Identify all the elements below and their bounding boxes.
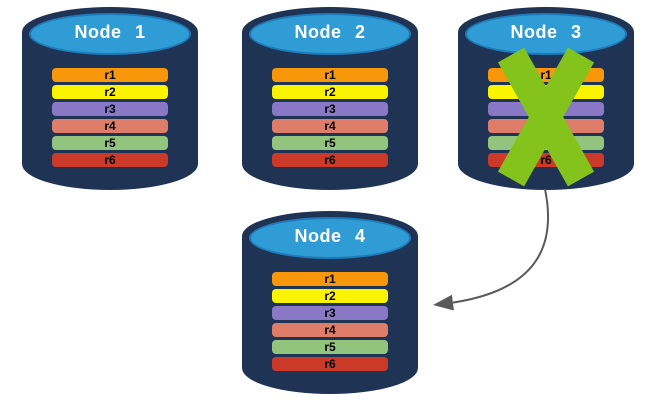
node-1-row-r2: r2: [52, 85, 168, 99]
node-2-row-r2: r2: [272, 85, 388, 99]
node-1-row-r6: r6: [52, 153, 168, 167]
db-node-4: Node 4 r1 r2 r3 r4 r5 r6: [242, 211, 418, 394]
node-4-row-r2: r2: [272, 289, 388, 303]
cylinder-top: [29, 13, 191, 55]
node-4-title: Node 4: [294, 226, 366, 246]
node-4-row-r3: r3: [272, 306, 388, 320]
node-4-row-r1: r1: [272, 272, 388, 286]
cylinder-top: [249, 13, 411, 55]
node-4-row-r5: r5: [272, 340, 388, 354]
node-1-row-r5: r5: [52, 136, 168, 150]
node-2-title: Node 2: [294, 22, 366, 42]
db-node-1: Node 1 r1 r2 r3 r4 r5 r6: [22, 7, 198, 190]
node-2-row-r6: r6: [272, 153, 388, 167]
node-1-rows: r1 r2 r3 r4 r5 r6: [52, 68, 168, 167]
node-4-row-r6: r6: [272, 357, 388, 371]
node-1-row-r4: r4: [52, 119, 168, 133]
node-1-row-r1: r1: [52, 68, 168, 82]
node-3-title: Node 3: [510, 22, 582, 42]
node-2-row-r1: r1: [272, 68, 388, 82]
db-node-3: Node 3r1r2r3r4r5r6: [458, 7, 634, 190]
node-1-row-r3: r3: [52, 102, 168, 116]
node-4-rows: r1 r2 r3 r4 r5 r6: [272, 272, 388, 371]
node-2-rows: r1 r2 r3 r4 r5 r6: [272, 68, 388, 167]
failure-x-icon: [497, 47, 595, 187]
node-4-row-r4: r4: [272, 323, 388, 337]
failover-arrow-curve: [452, 188, 550, 304]
db-node-2: Node 2 r1 r2 r3 r4 r5 r6: [242, 7, 418, 190]
failover-arrowhead-icon: [433, 294, 454, 311]
node-1-title: Node 1: [74, 22, 146, 42]
node-2-row-r5: r5: [272, 136, 388, 150]
node-2-row-r3: r3: [272, 102, 388, 116]
cylinder-top: [249, 217, 411, 259]
node-2-row-r4: r4: [272, 119, 388, 133]
cylinder-top: [465, 13, 627, 55]
